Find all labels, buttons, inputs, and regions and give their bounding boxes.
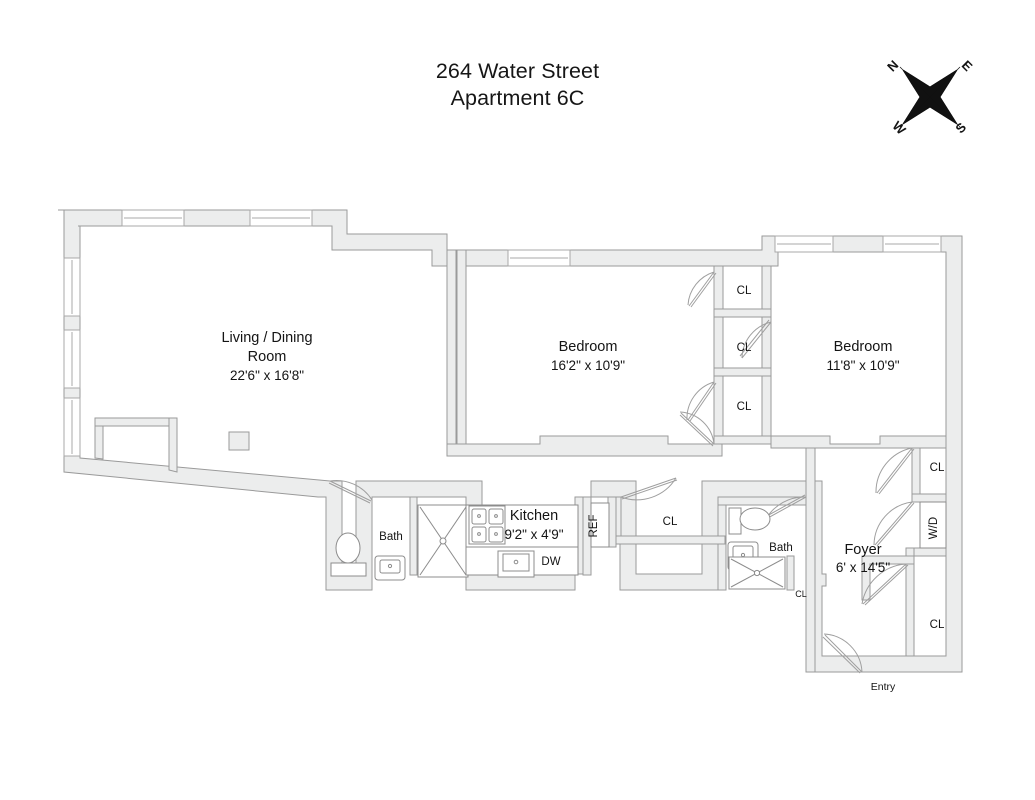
dishwasher-label: DW xyxy=(541,556,560,568)
partition-alcove-east xyxy=(168,417,178,473)
partition-bath-east-north xyxy=(717,496,807,506)
compass-rose: N E W S xyxy=(884,57,976,138)
compass-north-label: N xyxy=(884,57,901,74)
foyer-label: Foyer xyxy=(844,542,881,558)
shower-drain-icon xyxy=(439,537,447,545)
structural-column xyxy=(228,431,250,451)
living-dining-label-line2: Room xyxy=(248,349,287,365)
interior-partitions xyxy=(94,249,947,673)
living-dining-label-line1: Living / Dining xyxy=(221,330,312,346)
compass-south-label: S xyxy=(952,119,969,136)
bath-east-fixtures xyxy=(727,507,786,590)
toilet-bowl-icon-east xyxy=(739,507,771,531)
closet-bedroom-mid-label: CL xyxy=(737,342,752,354)
partition-closet-sep-1 xyxy=(713,308,772,318)
sink-drain-icon xyxy=(387,563,393,569)
appliance-labels: REF DW W/D xyxy=(541,515,940,569)
bedroom-second-dimensions: 11'8" x 10'9" xyxy=(826,358,899,373)
window-living-left-2 xyxy=(63,329,81,389)
kitchen-sink-drain xyxy=(513,559,519,565)
partition-closet-bank-east xyxy=(761,265,772,445)
closet-bedroom-bottom-label: CL xyxy=(737,401,752,413)
partition-closet-sep-2 xyxy=(713,367,772,377)
kitchen-fixtures xyxy=(465,502,610,578)
washer-dryer-icon xyxy=(919,501,947,549)
partition-wd-top xyxy=(911,493,947,503)
partition-foyer-cl-lower-west xyxy=(905,547,915,657)
partition-foyer-west xyxy=(805,447,816,673)
bath-west-label: Bath xyxy=(379,531,403,543)
toilet-bowl-icon xyxy=(335,532,361,564)
refrigerator-icon xyxy=(590,502,610,548)
closet-foyer-upper-label: CL xyxy=(930,462,945,474)
partition-wd-bottom xyxy=(911,547,947,557)
bedroom-main-dimensions: 16'2" x 10'9" xyxy=(551,358,625,373)
partition-bedroom1-south xyxy=(446,435,723,457)
window-bedroom-second-1 xyxy=(774,235,834,253)
partition-alcove-north xyxy=(94,417,178,427)
foyer-dimensions: 6' x 14'5" xyxy=(836,560,890,575)
closet-hall-label: CL xyxy=(663,516,678,528)
window-living-left-3 xyxy=(63,397,81,457)
partition-foyer-cl-upper-west xyxy=(911,447,921,495)
washer-dryer-unit xyxy=(919,501,947,549)
partition-bedroom2-south xyxy=(770,435,947,449)
windows xyxy=(63,209,942,457)
doors xyxy=(328,271,915,674)
window-bedroom-second-2 xyxy=(882,235,942,253)
closet-bath-east-label: CL xyxy=(795,589,807,599)
partition-living-bedroom-b xyxy=(456,249,467,457)
closet-foyer-lower-label: CL xyxy=(930,619,945,631)
washer-dryer-label: W/D xyxy=(928,517,940,539)
entry-label: Entry xyxy=(871,681,896,693)
partition-living-bedroom xyxy=(446,249,457,457)
kitchen-dimensions: 9'2" x 4'9" xyxy=(504,527,563,542)
partition-foyer-cl-lower-angle xyxy=(861,555,915,601)
bedroom-second-label: Bedroom xyxy=(834,339,893,355)
partition-hall-cl-south xyxy=(612,535,726,545)
tank-icon-east xyxy=(728,507,742,535)
partition-closet-bank-west xyxy=(713,265,724,445)
compass-axis-2 xyxy=(899,66,961,128)
closet-bedroom-top-label: CL xyxy=(737,285,752,297)
window-bedroom-main xyxy=(507,249,571,267)
bath-east-label: Bath xyxy=(769,542,793,554)
window-living-left-1 xyxy=(63,257,81,317)
room-labels: Living / Dining Room 22'6" x 16'8" Bedro… xyxy=(221,330,899,575)
shower-drain-icon-east xyxy=(753,569,761,577)
refrigerator-label: REF xyxy=(588,515,600,538)
compass-east-label: E xyxy=(959,57,976,74)
window-living-top-2 xyxy=(249,209,313,227)
closet-labels: CL CL CL CL CL CL CL xyxy=(663,285,945,631)
bedroom-main-label: Bedroom xyxy=(559,339,618,355)
partition-closet-sep-3 xyxy=(713,435,772,445)
kitchen-label: Kitchen xyxy=(510,508,558,524)
bath-west-fixtures xyxy=(330,504,469,581)
living-dining-dimensions: 22'6" x 16'8" xyxy=(230,368,304,383)
toilet-tank-icon xyxy=(330,562,367,577)
partition-bath-west-east xyxy=(409,496,418,576)
partition-bath-east-closet xyxy=(786,555,795,591)
sink-drain-icon-east xyxy=(740,552,746,558)
window-living-top-1 xyxy=(121,209,185,227)
